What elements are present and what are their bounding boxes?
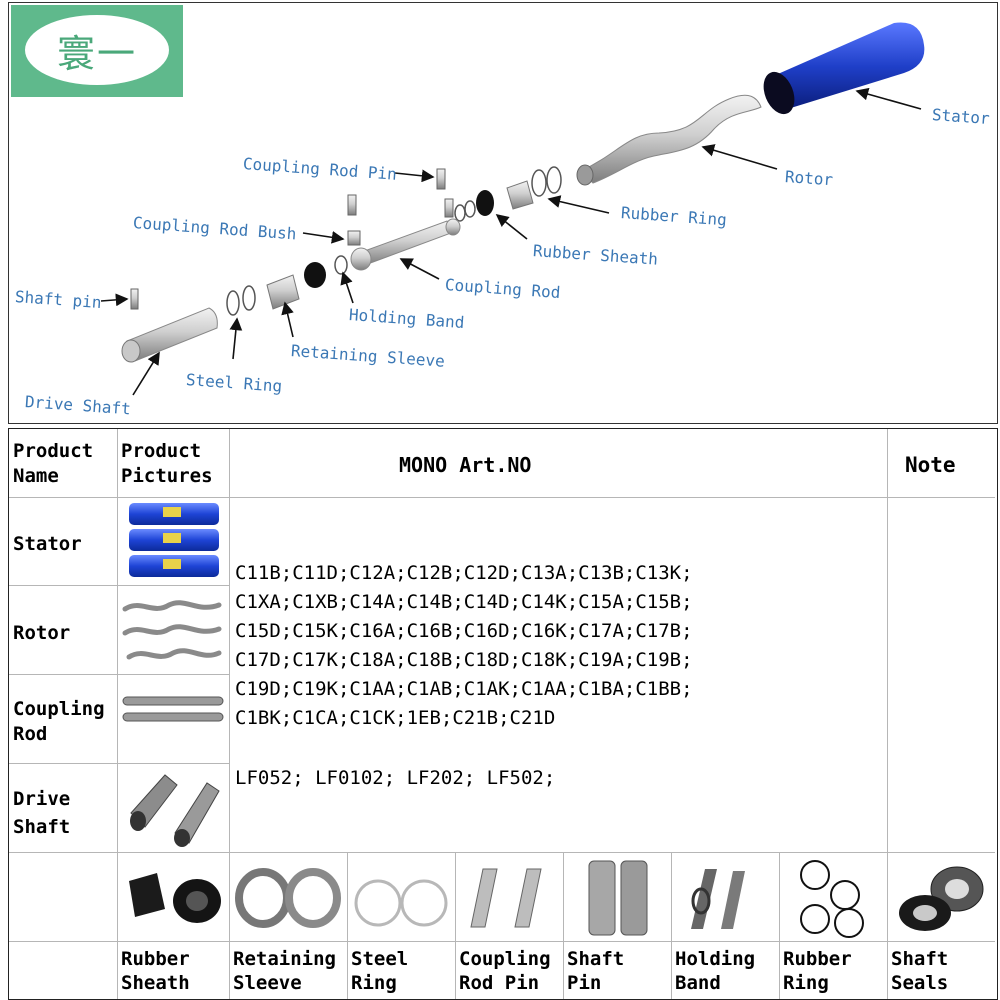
art-number-line: C1XA;C1XB;C14A;C14B;C14D;C14K;C15A;C15B; bbox=[235, 591, 693, 613]
art-number-list: C11B;C11D;C12A;C12B;C12D;C13A;C13B;C13K;… bbox=[235, 559, 693, 733]
caption-line: Sheath bbox=[121, 972, 190, 994]
header-product-pictures-line1: Product bbox=[121, 440, 202, 462]
caption-line: Rod Pin bbox=[459, 972, 540, 994]
retaining-sleeve-photo bbox=[235, 868, 341, 928]
art-number-line: C1BK;C1CA;C1CK;1EB;C21B;C21D bbox=[235, 707, 556, 729]
row-name-rotor-text: Rotor bbox=[13, 622, 71, 644]
caption-line: Band bbox=[675, 972, 721, 994]
row-name-stator-text: Stator bbox=[13, 533, 82, 555]
steel-ring-photo bbox=[354, 879, 448, 927]
row-name-drive-shaft: Drive Shaft bbox=[13, 785, 70, 841]
art-number-line: C17D;C17K;C18A;C18B;C18D;C18K;C19A;C19B; bbox=[235, 649, 693, 671]
logo-text: 寰一 bbox=[25, 15, 169, 85]
row-name-drive-shaft-line2: Shaft bbox=[13, 816, 71, 838]
coupling-rod-pin-photo bbox=[470, 868, 542, 928]
caption-line: Sleeve bbox=[233, 972, 302, 994]
art-number-line: C19D;C19K;C1AA;C1AB;C1AK;C1AA;C1BA;C1BB; bbox=[235, 678, 693, 700]
rotor-photo bbox=[122, 600, 222, 660]
caption-line: Rubber bbox=[783, 948, 852, 970]
row-name-coupling-rod-line2: Rod bbox=[13, 723, 48, 745]
art-number-line: C11B;C11D;C12A;C12B;C12D;C13A;C13B;C13K; bbox=[235, 562, 693, 584]
caption-line: Steel bbox=[351, 948, 409, 970]
header-product-name-line2: Name bbox=[13, 465, 59, 487]
caption-line: Ring bbox=[783, 972, 829, 994]
caption-line: Holding bbox=[675, 948, 756, 970]
coupling-rod-photo bbox=[122, 696, 224, 722]
callout-arrows bbox=[100, 87, 922, 396]
product-table: Product Name Product Pictures MONO Art.N… bbox=[8, 428, 998, 1000]
row-name-drive-shaft-line1: Drive bbox=[13, 788, 71, 810]
caption-line: Ring bbox=[351, 972, 397, 994]
rotor-rubber-parts bbox=[454, 166, 562, 222]
rotor-drawing bbox=[576, 94, 762, 186]
holding-band-photo bbox=[691, 869, 745, 929]
coupling-rod-drawing bbox=[334, 168, 461, 275]
caption-line: Coupling bbox=[459, 948, 551, 970]
caption-line: Pin bbox=[567, 972, 602, 994]
shaft-pin-photo bbox=[588, 860, 648, 936]
exploded-pump-diagram: 寰一 bbox=[8, 2, 998, 424]
label-stator: Stator bbox=[931, 105, 991, 129]
row-name-rotor: Rotor bbox=[13, 621, 70, 646]
caption-line: Shaft bbox=[891, 948, 949, 970]
art-number-line: C15D;C15K;C16A;C16B;C16D;C16K;C17A;C17B; bbox=[235, 620, 693, 642]
drive-shaft-side-parts bbox=[121, 262, 326, 363]
brand-logo: 寰一 bbox=[11, 5, 183, 97]
caption-line: Retaining bbox=[233, 948, 336, 970]
caption-line: Shaft bbox=[567, 948, 625, 970]
header-product-name-line1: Product bbox=[13, 440, 94, 462]
rubber-sheath-photo bbox=[129, 873, 221, 923]
stator-photo bbox=[129, 503, 219, 577]
label-rotor: Rotor bbox=[784, 167, 834, 190]
header-art-no: MONO Art.NO bbox=[399, 453, 532, 477]
row-name-coupling-rod: Coupling Rod bbox=[13, 697, 105, 747]
caption-line: Seals bbox=[891, 972, 949, 994]
lf-number-list: LF052; LF0102; LF202; LF502; bbox=[235, 767, 556, 789]
stator-drawing bbox=[763, 22, 925, 115]
row-name-coupling-rod-line1: Coupling bbox=[13, 698, 105, 720]
header-product-pictures-line2: Pictures bbox=[121, 465, 213, 487]
header-note: Note bbox=[905, 453, 956, 477]
rubber-ring-photo bbox=[800, 860, 864, 938]
row-name-stator: Stator bbox=[13, 532, 82, 557]
diagram-drawing bbox=[100, 22, 925, 396]
header-product-name: Product Name bbox=[13, 439, 93, 489]
header-product-pictures: Product Pictures bbox=[121, 439, 213, 489]
caption-line: Rubber bbox=[121, 948, 190, 970]
shaft-seals-photo bbox=[899, 866, 984, 931]
drive-shaft-photo bbox=[130, 774, 220, 847]
